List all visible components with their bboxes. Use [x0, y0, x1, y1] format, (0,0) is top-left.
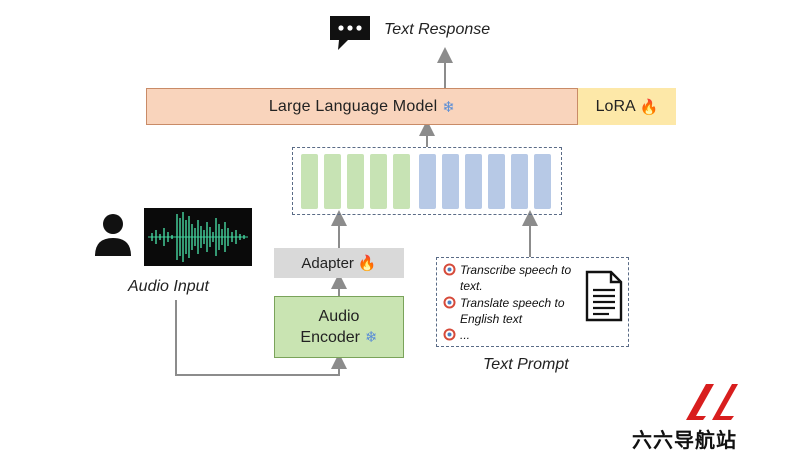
snowflake-icon: ❄	[442, 98, 456, 116]
prompt-item-line2: text.	[460, 279, 483, 293]
prompt-item: ...	[443, 327, 470, 343]
adapter-label: Adapter	[301, 254, 354, 272]
text-response-label: Text Response	[384, 21, 491, 38]
llm-label: Large Language Model	[268, 97, 438, 115]
lora-block: LoRA 🔥	[578, 88, 676, 125]
text-prompt-box: Transcribe speech to text. Translate spee…	[436, 257, 629, 347]
watermark-text: 六六导航站	[632, 430, 737, 452]
text-prompt-label: Text Prompt	[483, 356, 569, 373]
prompt-item-line1: Transcribe speech to	[460, 263, 572, 277]
audio-token	[393, 154, 410, 209]
prompt-item-line1: Translate speech to	[460, 296, 565, 310]
audio-token	[347, 154, 364, 209]
prompt-item: Transcribe speech to text.	[443, 262, 571, 294]
person-icon	[92, 212, 134, 258]
token-sequence	[292, 147, 562, 215]
target-icon	[443, 263, 456, 276]
target-icon	[443, 328, 456, 341]
prompt-item: Translate speech to English text	[443, 295, 565, 327]
lora-label: LoRA	[595, 97, 636, 115]
audio-token	[301, 154, 318, 209]
document-icon	[585, 270, 623, 322]
ll-logo	[676, 382, 738, 422]
prompt-item-line2: English text	[460, 312, 523, 326]
text-token	[511, 154, 528, 209]
flame-icon: 🔥	[357, 255, 377, 272]
snowflake-icon: ❄	[365, 329, 378, 346]
audio-encoder-label-line2: Encoder	[300, 329, 360, 346]
waveform-icon	[144, 208, 252, 266]
text-token	[442, 154, 459, 209]
text-token	[534, 154, 551, 209]
audio-token	[324, 154, 341, 209]
text-token	[419, 154, 436, 209]
adapter-block: Adapter 🔥	[274, 248, 404, 278]
llm-block: Large Language Model ❄	[146, 88, 578, 125]
target-icon	[443, 296, 456, 309]
prompt-item-line1: ...	[460, 328, 471, 342]
audio-token	[370, 154, 387, 209]
chat-bubble-icon	[328, 14, 372, 52]
flame-icon: 🔥	[639, 98, 659, 116]
audio-encoder-block: Audio Encoder ❄	[274, 296, 404, 358]
text-token	[465, 154, 482, 209]
audio-input-label: Audio Input	[128, 278, 209, 295]
audio-encoder-label-line1: Audio	[318, 308, 360, 325]
text-token	[488, 154, 505, 209]
arrow-audio-to-encoder	[175, 300, 347, 376]
